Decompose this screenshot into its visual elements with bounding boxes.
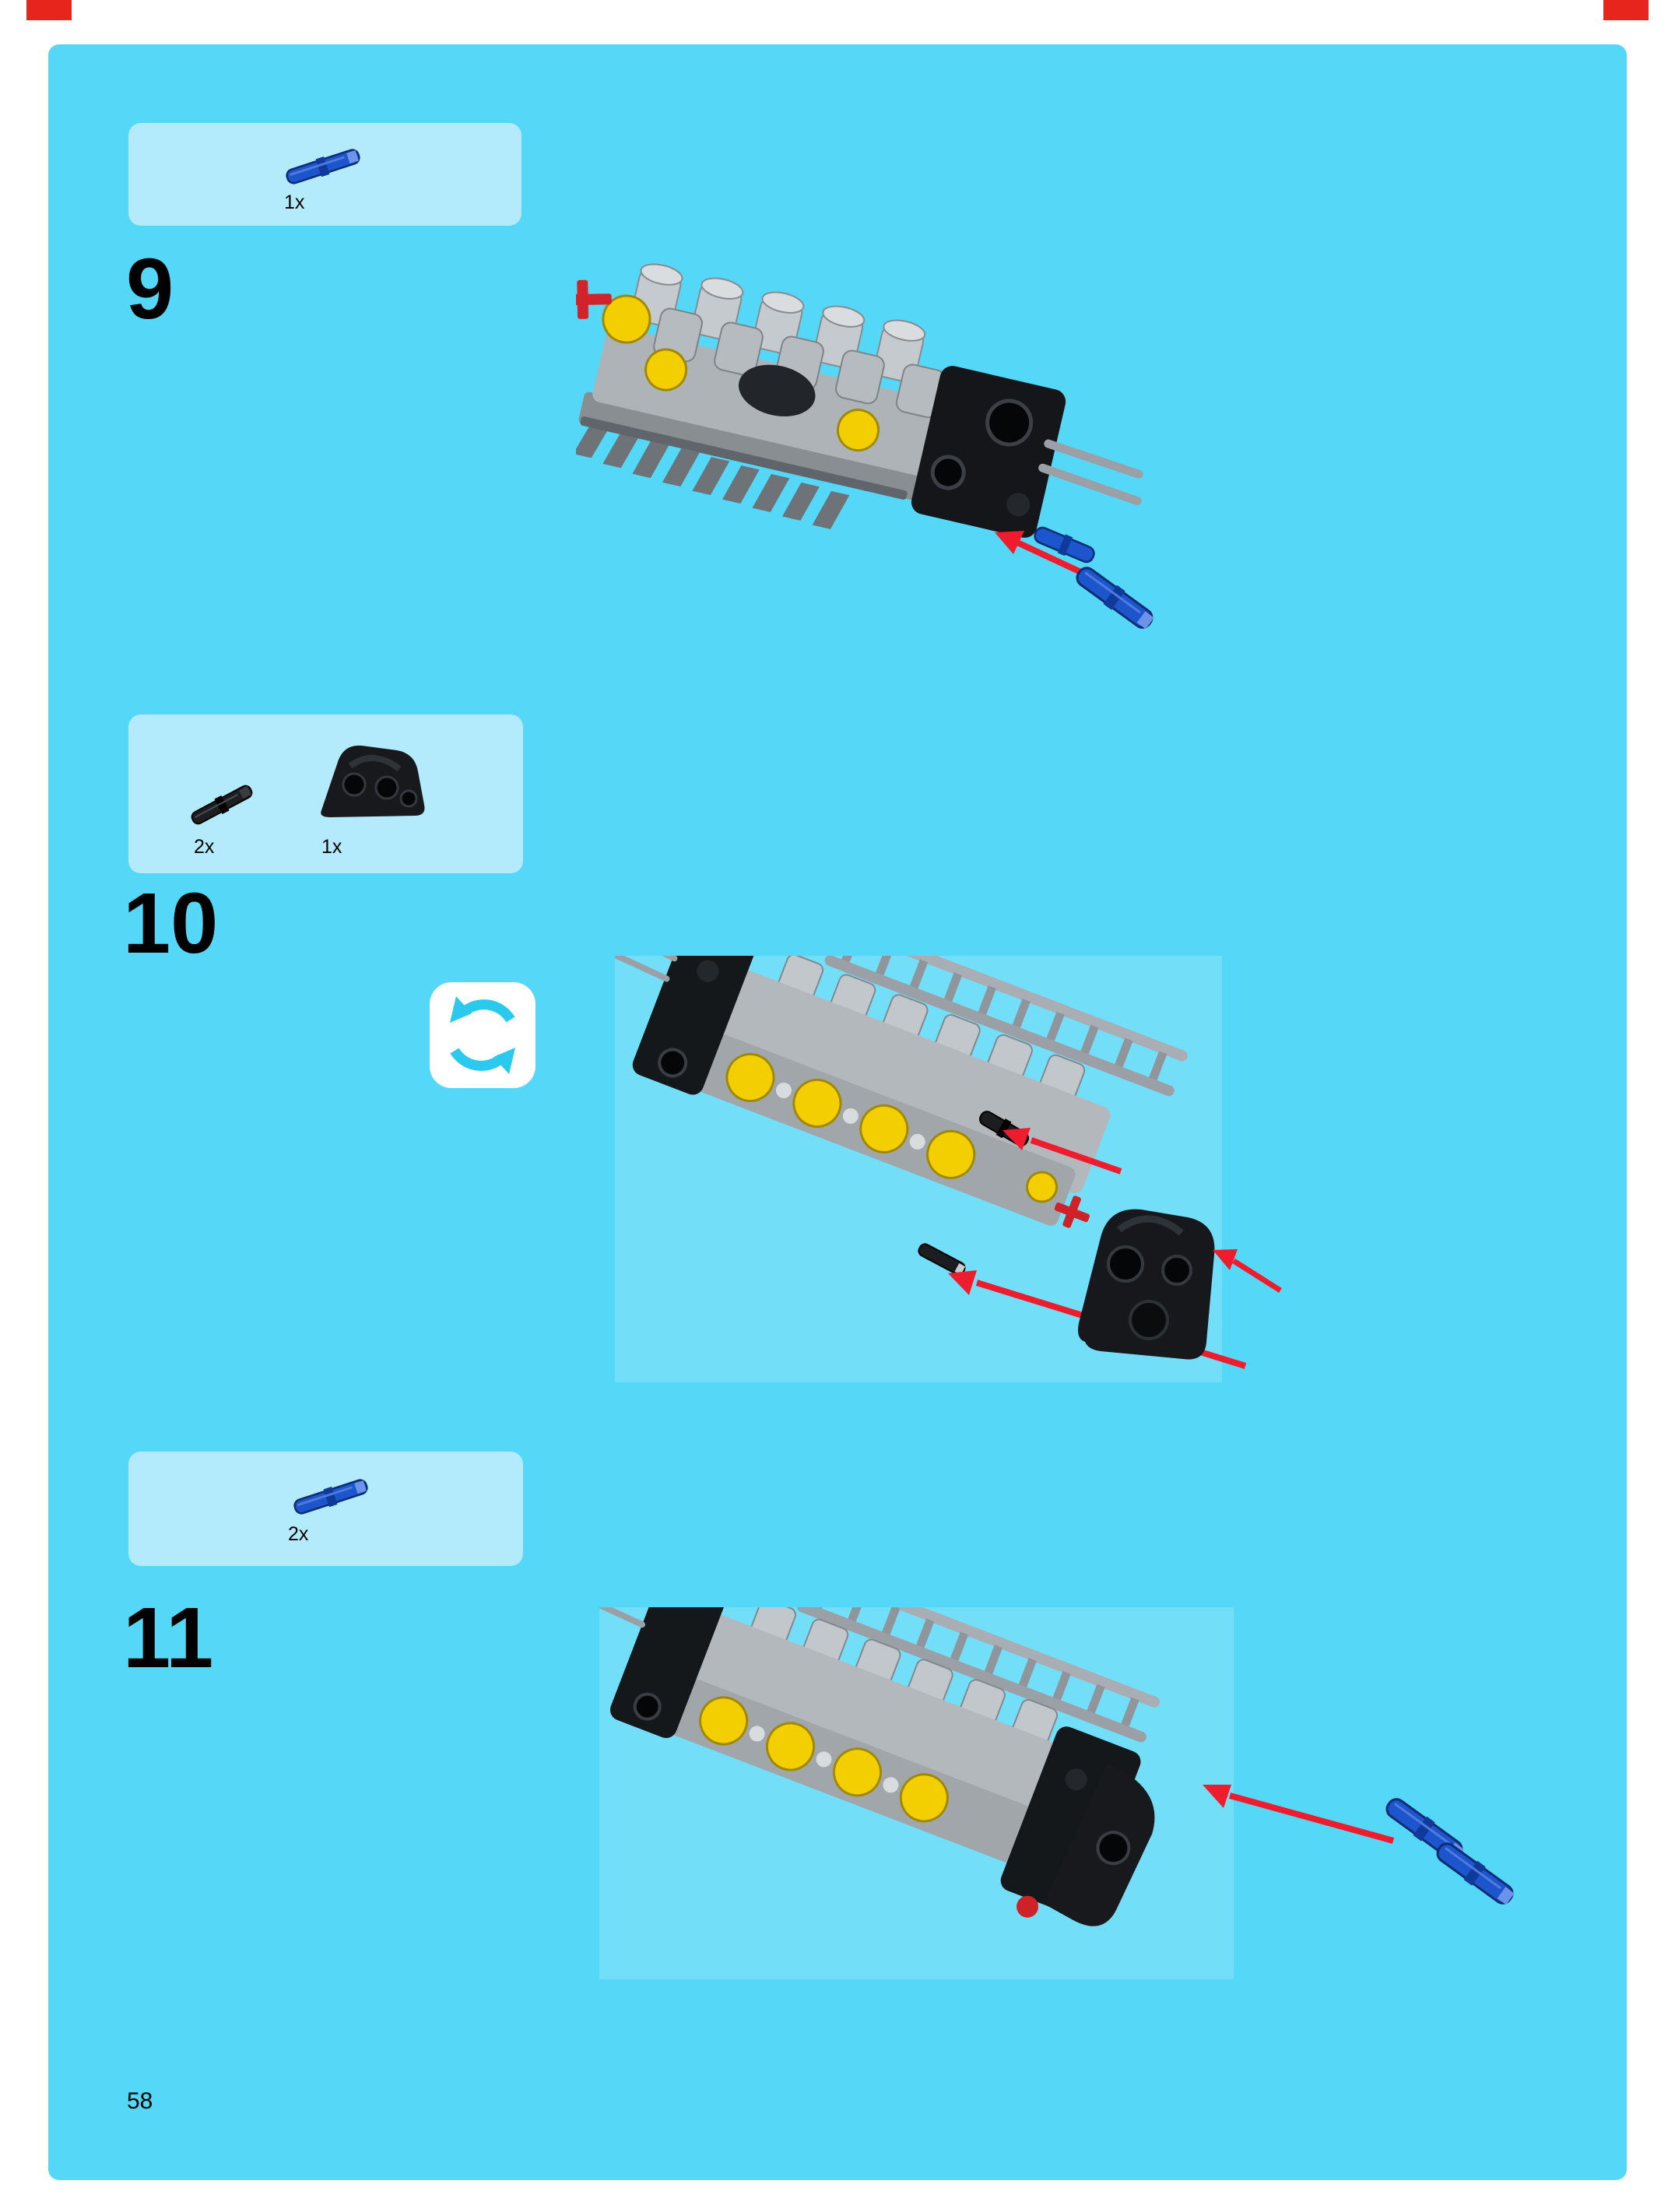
step-11-number: 11 <box>123 1590 214 1686</box>
cylinder-bank-front <box>653 307 946 419</box>
engine-dome <box>738 364 816 417</box>
step-9-parts-box: 1x <box>128 123 521 226</box>
step-11-illustration <box>599 1607 1515 1979</box>
blue-pin <box>1076 567 1154 630</box>
engine-block <box>660 1607 1094 1841</box>
rotate-model-badge <box>430 982 536 1088</box>
red-knob <box>1017 1895 1039 1918</box>
engine-end-cap <box>632 956 756 1095</box>
red-arrow <box>1003 1128 1122 1174</box>
crank-pins <box>749 1726 899 1793</box>
print-mark-right <box>1603 0 1649 20</box>
red-axle <box>1054 1196 1090 1228</box>
rotate-arrows-icon <box>450 996 515 1074</box>
engine-end-assembly <box>1000 1726 1155 1926</box>
step-10-illustration <box>615 956 1282 1382</box>
engine-bracket <box>1078 1209 1215 1360</box>
engine-bracket-icon <box>321 745 425 817</box>
red-axle <box>576 279 612 319</box>
engine-fin-plates <box>576 391 922 529</box>
engine-assembly <box>576 263 1143 564</box>
part-count-label: 1x <box>284 191 305 213</box>
step-10-number: 10 <box>123 876 219 971</box>
black-pin-icon <box>191 785 253 825</box>
crank-disc <box>836 409 880 452</box>
axle-rods <box>599 1607 654 1628</box>
cylinder-caps <box>640 263 926 342</box>
red-arrow <box>1213 1249 1282 1293</box>
engine-assembly <box>599 1607 1161 1926</box>
engine-end-cap <box>609 1607 729 1739</box>
step-11-parts-box: 2x <box>128 1452 523 1566</box>
crank-disc <box>1026 1171 1059 1203</box>
part-count-label: 2x <box>288 1523 309 1545</box>
step-10-parts-box: 2x 1x <box>128 715 523 873</box>
blue-pin <box>1436 1842 1515 1905</box>
blue-pin-icon <box>286 149 360 184</box>
ladder-frame <box>824 956 1188 1097</box>
crank-discs <box>725 1052 976 1179</box>
instruction-canvas: 1x 9 <box>48 44 1627 2180</box>
crank-disc <box>644 348 688 391</box>
ladder-frame <box>796 1607 1161 1743</box>
black-pin <box>918 1243 966 1276</box>
blue-pin-icon <box>293 1479 368 1515</box>
part-count-label: 1x <box>321 836 342 858</box>
engine-end-block <box>911 366 1066 538</box>
blue-pin-attached <box>1034 526 1095 564</box>
part-count-label: 2x <box>194 836 215 858</box>
axle-rods <box>615 956 678 982</box>
step-9-number: 9 <box>126 241 174 337</box>
red-arrow <box>1203 1785 1395 1844</box>
step-9-illustration <box>576 263 1154 630</box>
axle-rods <box>1038 439 1143 506</box>
red-arrow <box>995 531 1087 578</box>
print-mark-left <box>26 0 72 20</box>
crank-disc <box>602 294 651 344</box>
crank-pins <box>775 1082 925 1150</box>
crank-discs <box>699 1696 949 1823</box>
page-number: 58 <box>127 2088 153 2114</box>
